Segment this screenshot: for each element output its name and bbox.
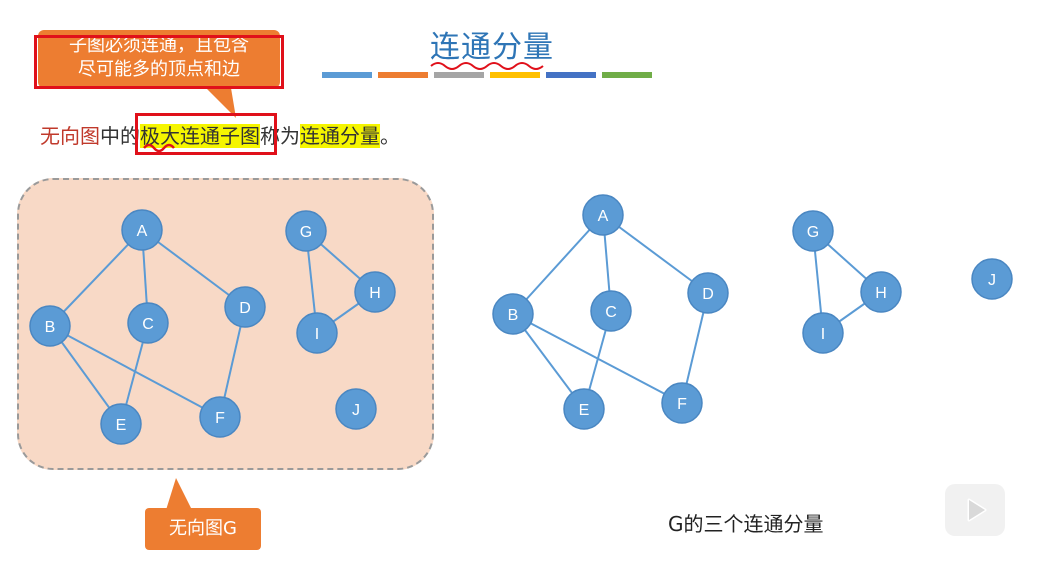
graph-g-node-I (296, 312, 338, 354)
component-1-node-label-E: E (579, 402, 590, 419)
definition-part2: 中的 (100, 124, 140, 148)
color-bar-2 (378, 72, 428, 78)
graph-g-node-J (335, 388, 377, 430)
term-squiggle (143, 143, 175, 153)
graph-g-node-A (121, 209, 163, 251)
component-2-node-I (802, 312, 844, 354)
graph-g-node-label-D: D (239, 300, 251, 317)
component-1-edge-AD (602, 214, 709, 294)
graph-g-node-G (285, 210, 327, 252)
component-1-node-label-D: D (702, 286, 714, 303)
connected-components: A B C D E F G H I J (492, 194, 1013, 430)
graph-g-node-label-C: C (142, 316, 154, 333)
title-underline-squiggle (430, 62, 544, 70)
term-annotation-box (135, 113, 277, 155)
component-2-node-H (860, 271, 902, 313)
component-1-node-label-B: B (508, 307, 519, 324)
graph-g-node-label-G: G (300, 224, 312, 241)
graph-g-node-F (199, 396, 241, 438)
graph-g-node-label-J: J (352, 402, 360, 419)
components-caption: G的三个连通分量 (668, 512, 824, 536)
callout-top-annotation-box (34, 35, 284, 89)
graph-g-node-label-H: H (369, 285, 381, 302)
color-bar-1 (322, 72, 372, 78)
component-1-node-D (687, 272, 729, 314)
graph-g-node-E (100, 403, 142, 445)
component-1-node-label-F: F (677, 396, 687, 413)
graph-g-node-H (354, 271, 396, 313)
callout-top-pointer (200, 82, 236, 118)
graph-g: A B C D E F G H I J (29, 209, 396, 445)
graph-g-node-label-B: B (45, 319, 56, 336)
graph-g-node-label-E: E (116, 417, 127, 434)
component-1-node-E (563, 388, 605, 430)
definition-term: 极大连通子图 (140, 124, 260, 148)
component-2-node-label-I: I (821, 326, 825, 343)
graph-g-node-label-F: F (215, 410, 225, 427)
definition-end: 。 (380, 124, 400, 148)
graph-g-node-B (29, 305, 71, 347)
component-2-node-label-H: H (875, 285, 887, 302)
component-1-node-label-C: C (605, 304, 617, 321)
component-1-node-A (582, 194, 624, 236)
definition-part1: 无向图 (40, 124, 100, 148)
graph-g-node-C (127, 302, 169, 344)
component-3-node-label-J: J (988, 272, 996, 289)
component-1-edge-AB (512, 214, 604, 315)
component-2-node-G (792, 210, 834, 252)
color-bar-5 (546, 72, 596, 78)
graph-g-node-label-I: I (315, 326, 319, 343)
callout-top-line2: 尽可能多的顶点和边 (78, 59, 240, 80)
component-2-node-label-G: G (807, 224, 819, 241)
play-icon (967, 498, 987, 522)
component-1-node-B (492, 293, 534, 335)
component-1-node-label-A: A (598, 208, 609, 225)
graph-g-edge-AD (141, 229, 246, 308)
component-3-node-J (971, 258, 1013, 300)
graph-g-node-label-A: A (137, 223, 148, 240)
callout-bottom: 无向图G (145, 508, 261, 550)
slide-title: 连通分量 (430, 30, 554, 65)
color-bar-6 (602, 72, 652, 78)
component-1-node-C (590, 290, 632, 332)
graph-g-edge-AB (49, 229, 143, 327)
definition-part3: 称为 (260, 124, 300, 148)
component-1-node-F (661, 382, 703, 424)
definition-concept: 连通分量 (300, 124, 380, 148)
callout-bottom-pointer (166, 478, 192, 510)
color-bar-3 (434, 72, 484, 78)
color-bar-4 (490, 72, 540, 78)
play-button[interactable] (945, 484, 1005, 536)
graph-g-node-D (224, 286, 266, 328)
definition-text: 无向图中的极大连通子图称为连通分量。 (40, 120, 400, 149)
callout-top-line1: 子图必须连通，且包含 (69, 35, 249, 56)
callout-top: 子图必须连通，且包含 尽可能多的顶点和边 (38, 30, 280, 88)
